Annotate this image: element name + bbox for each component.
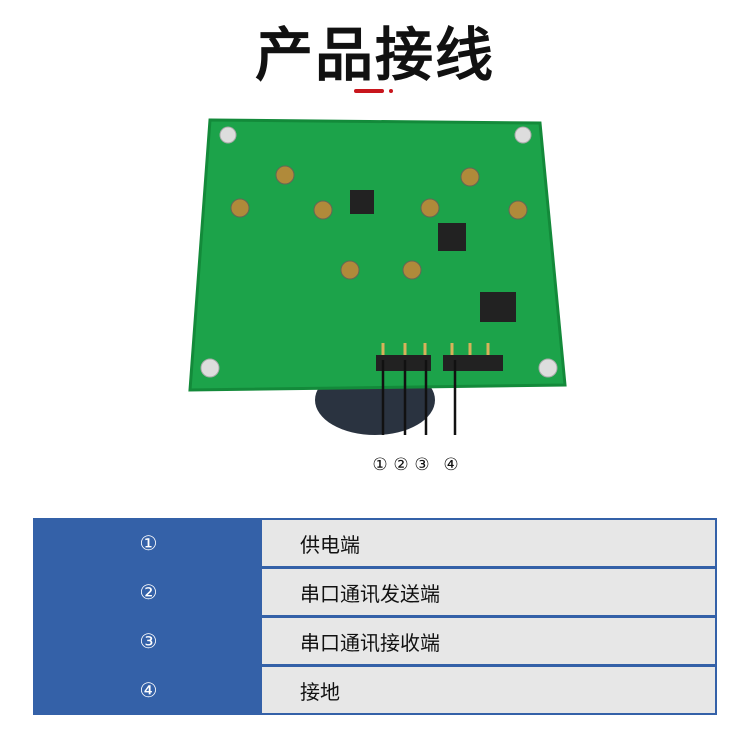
pin-description: 接地 [262, 667, 715, 713]
pin-table: ① 供电端 ② 串口通讯发送端 ③ 串口通讯接收端 ④ 接地 [33, 518, 717, 715]
table-row: ④ 接地 [35, 667, 715, 713]
chip [438, 223, 466, 251]
pin-description: 供电端 [262, 520, 715, 566]
pin-headers [376, 355, 503, 371]
pcb-board [190, 120, 565, 390]
table-row: ② 串口通讯发送端 [35, 569, 715, 615]
mount-hole [514, 126, 532, 144]
sensor-pins [230, 165, 528, 280]
pin-number: ③ [35, 618, 262, 664]
mount-hole [200, 358, 220, 378]
pin-description: 串口通讯接收端 [262, 618, 715, 664]
title-underline-dot [389, 89, 393, 93]
pin-number: ① [35, 520, 262, 566]
mount-hole [219, 126, 237, 144]
pcb-board-photo [188, 118, 567, 435]
pin-number: ② [35, 569, 262, 615]
title-underline [354, 89, 384, 93]
pin-label-4: ④ [443, 455, 459, 475]
pin-number: ④ [35, 667, 262, 713]
mount-hole [538, 358, 558, 378]
table-row: ① 供电端 [35, 520, 715, 566]
chip [350, 190, 374, 214]
pin-label-2: ② [393, 455, 409, 475]
pin-label-3: ③ [414, 455, 430, 475]
chip [480, 292, 516, 322]
table-row: ③ 串口通讯接收端 [35, 618, 715, 664]
page-title: 产品接线 [254, 21, 495, 89]
pin-number-labels: ① ② ③ ④ [370, 455, 461, 475]
pin-description: 串口通讯发送端 [262, 569, 715, 615]
pin-label-1: ① [372, 455, 388, 475]
pin-leader-lines [381, 360, 457, 435]
